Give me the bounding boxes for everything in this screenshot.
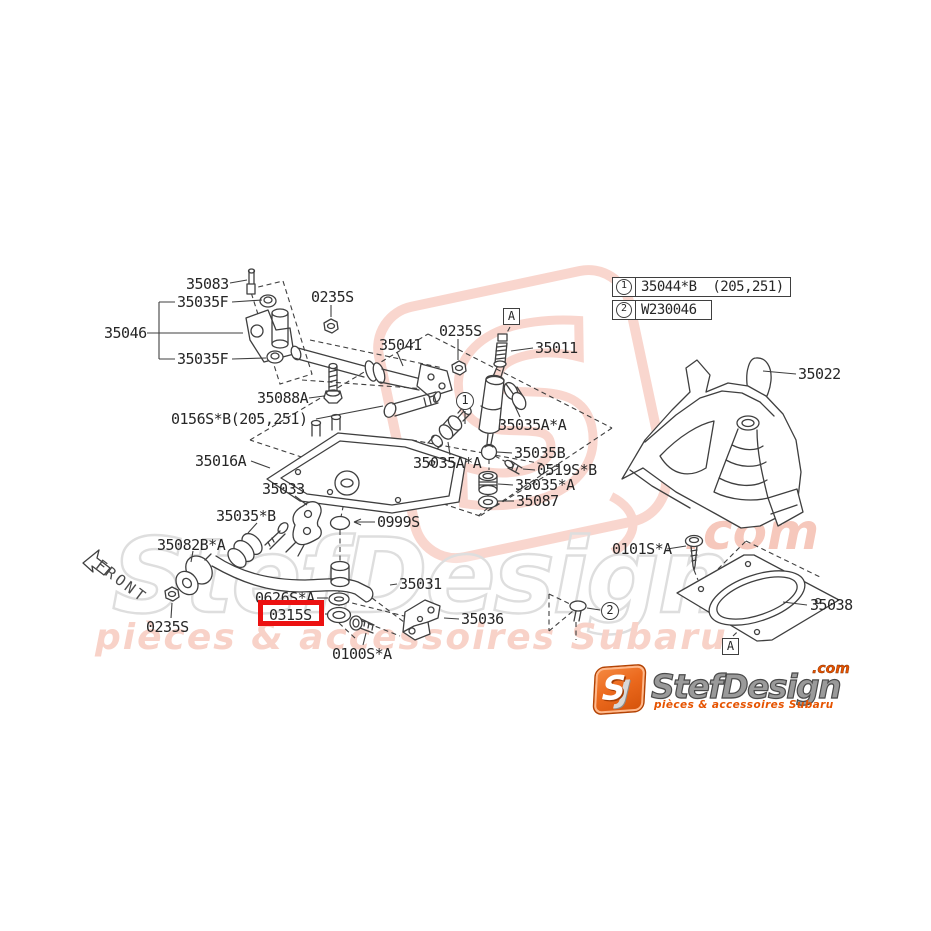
- part-label-35036: 35036: [461, 610, 504, 628]
- part-0101sa-screw: [684, 534, 704, 571]
- legend-num-cell: 1: [613, 278, 636, 296]
- part-label-0156s-b: 0156S*B(205,251): [171, 410, 308, 428]
- part-35035b-ball: [480, 443, 498, 461]
- stefdesign-sj-icon: J S: [593, 665, 646, 714]
- part-0156s-bolt: [383, 391, 442, 418]
- logo-com-suffix: .com: [812, 661, 850, 677]
- part-label-35035f-lower: 35035F: [177, 350, 229, 368]
- legend-part-text: W230046: [641, 302, 697, 318]
- part-label-35035aa-right: 35035A*A: [498, 416, 567, 434]
- logo-letter-s: S: [601, 667, 627, 709]
- part-console-boot: [621, 359, 804, 529]
- logo-tagline: pièces & accessoires Subaru: [654, 699, 834, 711]
- part-35087-ring: [477, 495, 499, 509]
- part-label-0101sa: 0101S*A: [612, 540, 672, 558]
- legend-circle-2: 2: [616, 302, 632, 318]
- part-label-35035-a: 35035*A: [515, 476, 575, 494]
- part-label-35035aa-left: 35035A*A: [413, 454, 482, 472]
- callout-circle-2: 2: [601, 602, 619, 620]
- part-0626sa-washer: [328, 592, 350, 606]
- part-0235s-nut-mid: [451, 360, 467, 376]
- red-highlight-box: 0315S: [258, 600, 324, 626]
- logo-brand-name: StefDesign: [650, 666, 842, 706]
- part-0235s-nut-top: [323, 318, 339, 334]
- part-35011-lever: [478, 333, 508, 445]
- part-label-0235s-top: 0235S: [311, 288, 354, 306]
- part-label-0100sa: 0100S*A: [332, 645, 392, 663]
- part-label-35041: 35041: [379, 336, 422, 354]
- part-label-35082ba: 35082B*A: [157, 536, 226, 554]
- section-marker-a-bottom: A: [722, 638, 739, 655]
- part-0235s-nut-bottom: [164, 586, 180, 602]
- front-arrow-icon: [82, 549, 111, 576]
- part-35083-pin: [246, 268, 256, 295]
- part-0315s-grommet: [326, 606, 352, 624]
- legend-part-text: 35044*B (205,251): [641, 279, 784, 295]
- part-label-0999s: 0999S: [377, 513, 420, 531]
- part-label-35033: 35033: [262, 480, 305, 498]
- leader-lines: [147, 279, 808, 646]
- part-35041-rod: [290, 345, 453, 398]
- part-label-35046: 35046: [104, 324, 147, 342]
- section-marker-a-top: A: [503, 308, 520, 325]
- part-label-35038: 35038: [810, 596, 853, 614]
- part-35035aa-right-bushing: [503, 381, 527, 411]
- part-35036-bracket: [402, 599, 441, 641]
- legend-row-2: 2 W230046: [612, 300, 712, 320]
- legend-circle-1: 1: [616, 279, 632, 295]
- part-label-35035b: 35035B: [514, 444, 566, 462]
- part-35082ba-discs: [175, 553, 213, 596]
- part-35038-plate: [676, 554, 840, 642]
- stefdesign-logo: J S StefDesign .com pièces & accessoires…: [588, 658, 858, 720]
- part-35031-rod: [211, 555, 374, 603]
- part-0519s-pin: [504, 459, 523, 475]
- part-clip-2: [569, 600, 587, 622]
- part-35033-bracket: [285, 501, 322, 557]
- part-label-0519s-b: 0519S*B: [537, 461, 597, 479]
- part-35016a-plate: [266, 413, 467, 514]
- part-label-35011: 35011: [535, 339, 578, 357]
- part-0100sa-bolt: [349, 615, 375, 634]
- part-label-35087: 35087: [516, 492, 559, 510]
- part-label-0315s: 0315S: [269, 606, 312, 624]
- part-label-35022: 35022: [798, 365, 841, 383]
- legend-num-cell: 2: [613, 301, 636, 319]
- part-35035b-star-bushing: [227, 522, 289, 569]
- part-label-35083: 35083: [186, 275, 229, 293]
- part-label-0235s-bottom: 0235S: [146, 618, 189, 636]
- part-label-35035f-upper: 35035F: [177, 293, 229, 311]
- part-35035a-bushing: [478, 470, 498, 496]
- part-0999s-washer: [329, 515, 351, 531]
- legend-row-1: 1 35044*B (205,251): [612, 277, 791, 297]
- callout-circle-1: 1: [456, 392, 474, 410]
- part-35046-bracket: [245, 294, 295, 364]
- part-35088a-bolt: [323, 362, 343, 404]
- part-label-0235s-mid: 0235S: [439, 322, 482, 340]
- part-label-35088a: 35088A: [257, 389, 309, 407]
- part-label-35031: 35031: [399, 575, 442, 593]
- part-label-35035-b: 35035*B: [216, 507, 276, 525]
- part-label-35016a: 35016A: [195, 452, 247, 470]
